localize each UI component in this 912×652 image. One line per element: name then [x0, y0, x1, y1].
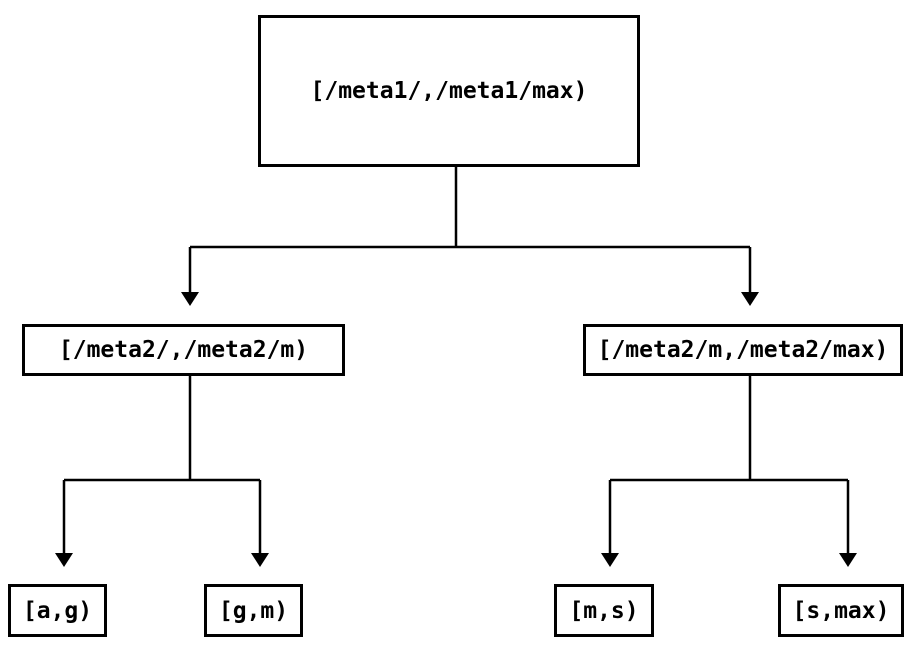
node-left-mid: [/meta2/,/meta2/m)	[22, 324, 345, 376]
node-leaf-smax: [s,max)	[778, 584, 904, 637]
node-leaf-smax-label: [s,max)	[792, 597, 890, 624]
edge-rightmid-branches	[608, 376, 850, 554]
node-root-label: [/meta1/,/meta1/max)	[310, 78, 588, 104]
edge-root-branches	[188, 167, 752, 293]
node-left-mid-label: [/meta2/,/meta2/m)	[58, 337, 309, 363]
node-leaf-ms: [m,s)	[554, 584, 654, 637]
node-leaf-gm-label: [g,m)	[218, 597, 289, 624]
edge-leftmid-branches	[62, 376, 262, 554]
arrow-down-icon	[181, 292, 199, 306]
arrow-down-icon	[55, 553, 73, 567]
node-root: [/meta1/,/meta1/max)	[258, 15, 640, 167]
node-leaf-ag: [a,g)	[8, 584, 107, 637]
arrow-down-icon	[251, 553, 269, 567]
node-right-mid-label: [/meta2/m,/meta2/max)	[597, 337, 889, 363]
node-leaf-ag-label: [a,g)	[22, 597, 93, 624]
arrow-down-icon	[741, 292, 759, 306]
arrow-down-icon	[839, 553, 857, 567]
node-leaf-gm: [g,m)	[204, 584, 303, 637]
arrow-down-icon	[601, 553, 619, 567]
node-right-mid: [/meta2/m,/meta2/max)	[583, 324, 903, 376]
node-leaf-ms-label: [m,s)	[569, 597, 639, 624]
